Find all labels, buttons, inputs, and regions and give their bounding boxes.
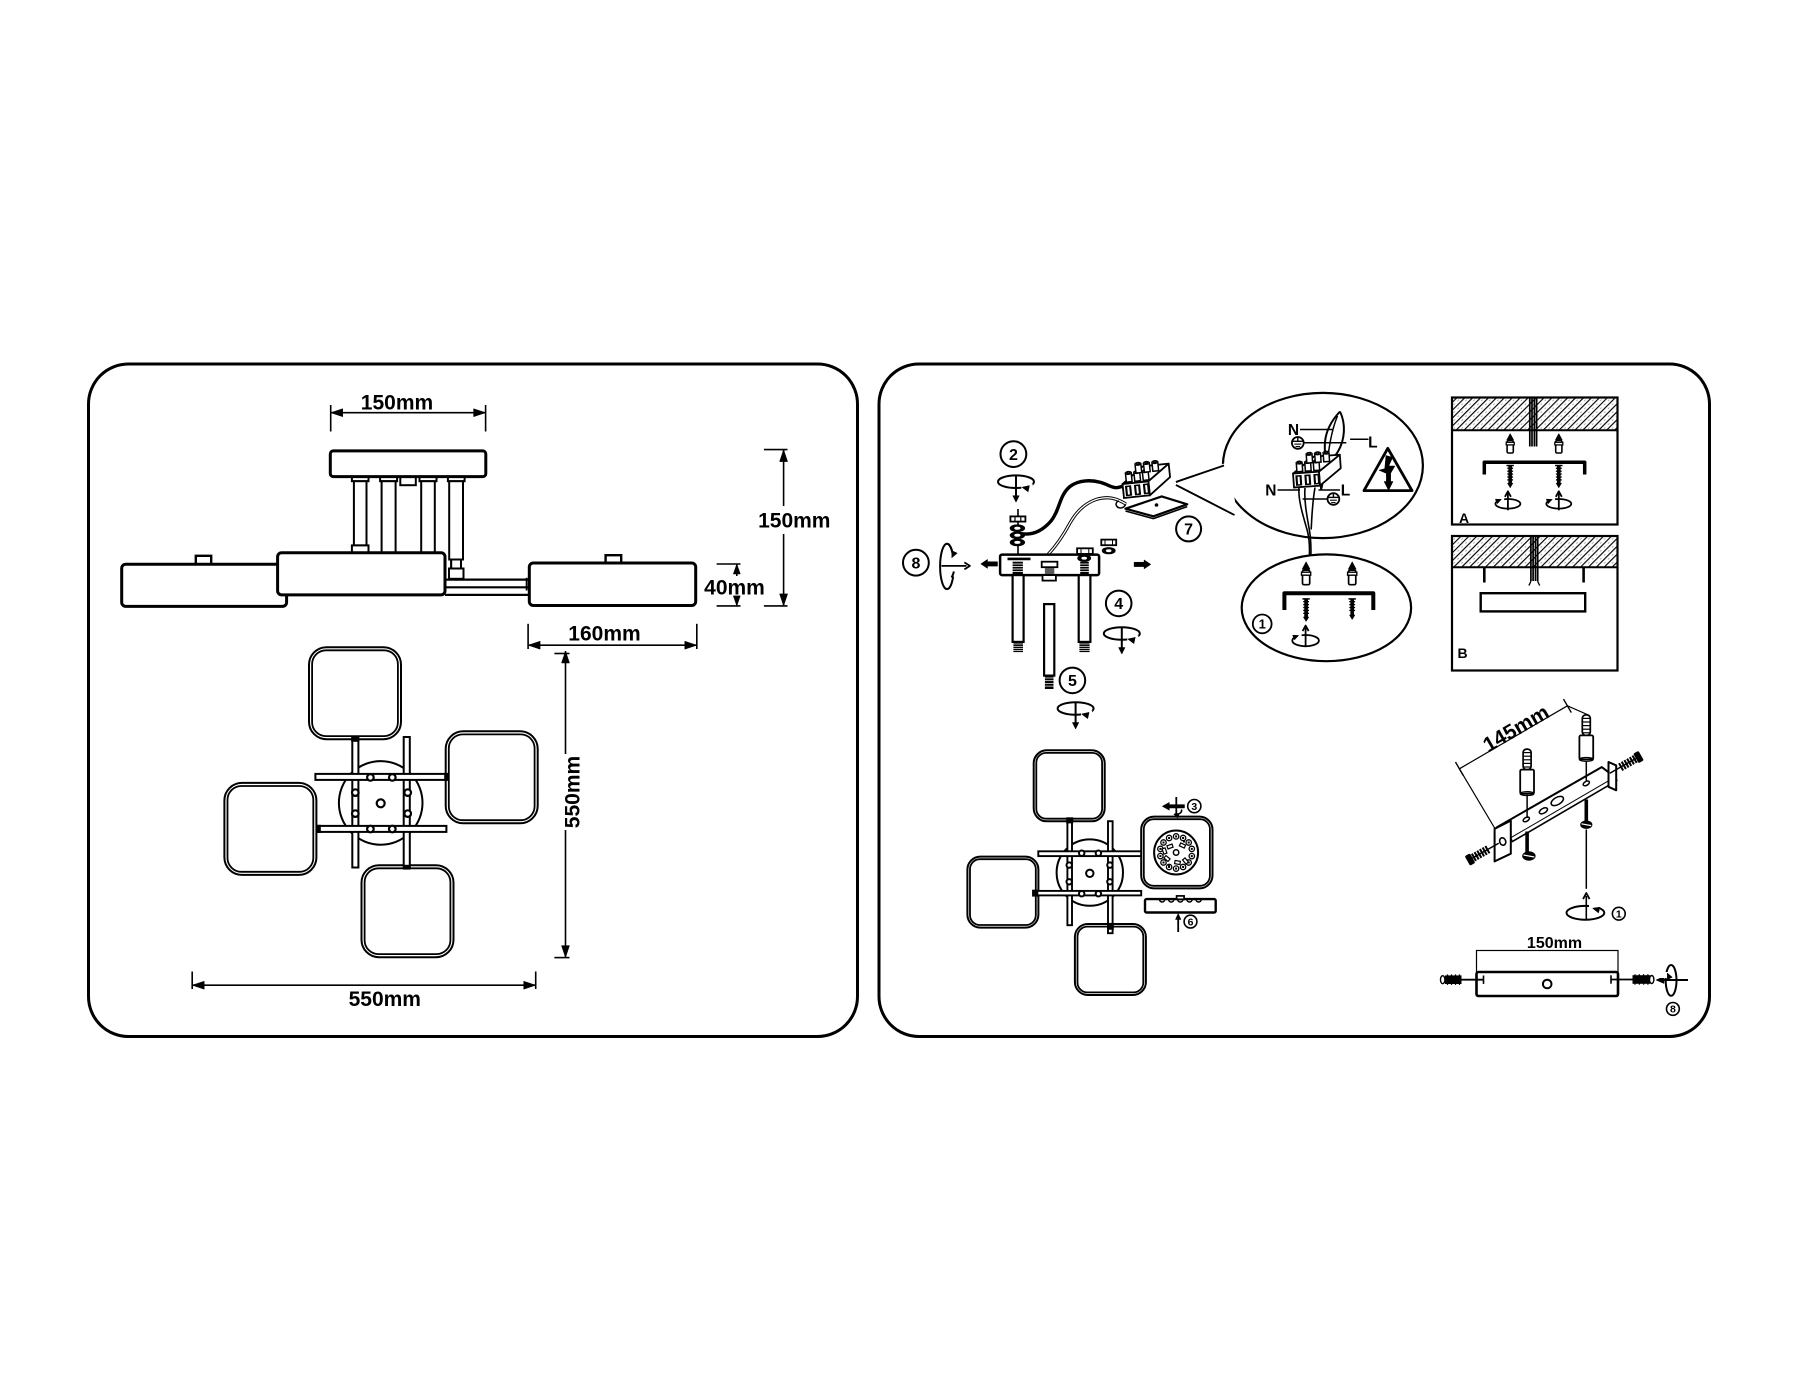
svg-text:N: N: [1288, 422, 1299, 439]
svg-text:550mm: 550mm: [349, 988, 421, 1011]
svg-text:40mm: 40mm: [704, 576, 765, 599]
svg-text:L: L: [1341, 483, 1350, 500]
svg-text:2: 2: [1009, 447, 1018, 464]
svg-text:160mm: 160mm: [568, 623, 640, 646]
svg-text:7: 7: [1184, 522, 1193, 539]
svg-text:550mm: 550mm: [562, 756, 585, 828]
svg-text:A: A: [1459, 510, 1469, 526]
svg-text:1: 1: [1616, 908, 1622, 920]
svg-text:4: 4: [1114, 596, 1123, 613]
svg-text:8: 8: [911, 555, 920, 572]
svg-text:6: 6: [1188, 916, 1194, 928]
svg-text:3: 3: [1191, 801, 1197, 813]
svg-text:L: L: [1368, 435, 1377, 452]
svg-text:8: 8: [1670, 1004, 1676, 1016]
svg-text:B: B: [1458, 645, 1468, 661]
svg-text:150mm: 150mm: [758, 510, 830, 533]
svg-text:150mm: 150mm: [361, 392, 433, 415]
svg-text:150mm: 150mm: [1527, 935, 1582, 952]
svg-text:N: N: [1265, 483, 1276, 500]
svg-text:5: 5: [1068, 673, 1077, 690]
svg-text:1: 1: [1259, 617, 1266, 632]
